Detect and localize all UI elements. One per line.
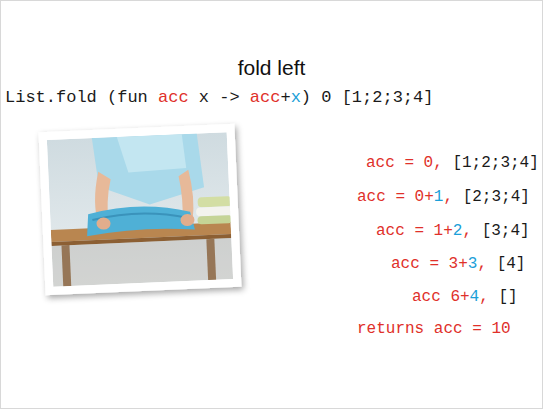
code-token: [3;4] xyxy=(482,222,530,241)
code-token: acc xyxy=(250,88,281,108)
code-token: , xyxy=(462,222,472,241)
code-token: List.fold (fun xyxy=(5,88,148,108)
code-token: + xyxy=(280,88,290,108)
code-line: acc 6+4, [] xyxy=(412,288,518,307)
code-token: [2;3;4] xyxy=(463,188,530,207)
code-line: acc = 1+2, [3;4] xyxy=(376,222,530,241)
code-line: returns acc = 10 xyxy=(357,320,511,339)
code-token: acc = 1+ xyxy=(376,222,453,241)
code-line: acc = 3+3, [4] xyxy=(391,255,525,274)
code-token: acc = 0+ xyxy=(357,188,434,207)
code-token: x xyxy=(291,88,301,108)
code-line: acc = 0, [1;2;3;4] xyxy=(366,154,539,173)
code-token: returns acc = 10 xyxy=(357,320,511,339)
code-token: [4] xyxy=(497,255,526,274)
code-line: acc = 0+1, [2;3;4] xyxy=(357,188,530,207)
code-token: x -> xyxy=(199,88,240,108)
code-token: acc = 0, xyxy=(366,154,443,173)
code-token: 3 xyxy=(468,255,478,274)
code-token: , xyxy=(479,288,489,307)
code-token: , xyxy=(443,188,453,207)
code-token: 4 xyxy=(470,288,480,307)
code-token: , xyxy=(477,255,487,274)
towel-photo xyxy=(39,124,242,295)
code-token: 2 xyxy=(453,222,463,241)
code-token: acc 6+ xyxy=(412,288,470,307)
code-line: List.fold (funaccx ->acc+x) 0 [1;2;3;4] xyxy=(5,88,433,108)
code-token: acc = 3+ xyxy=(391,255,468,274)
slide-title: fold left xyxy=(0,56,543,80)
code-token: [1;2;3;4] xyxy=(452,154,538,173)
code-token: [] xyxy=(498,288,517,307)
code-token: ) 0 [1;2;3;4] xyxy=(301,88,434,108)
code-token: acc xyxy=(158,88,189,108)
code-token: 1 xyxy=(434,188,444,207)
